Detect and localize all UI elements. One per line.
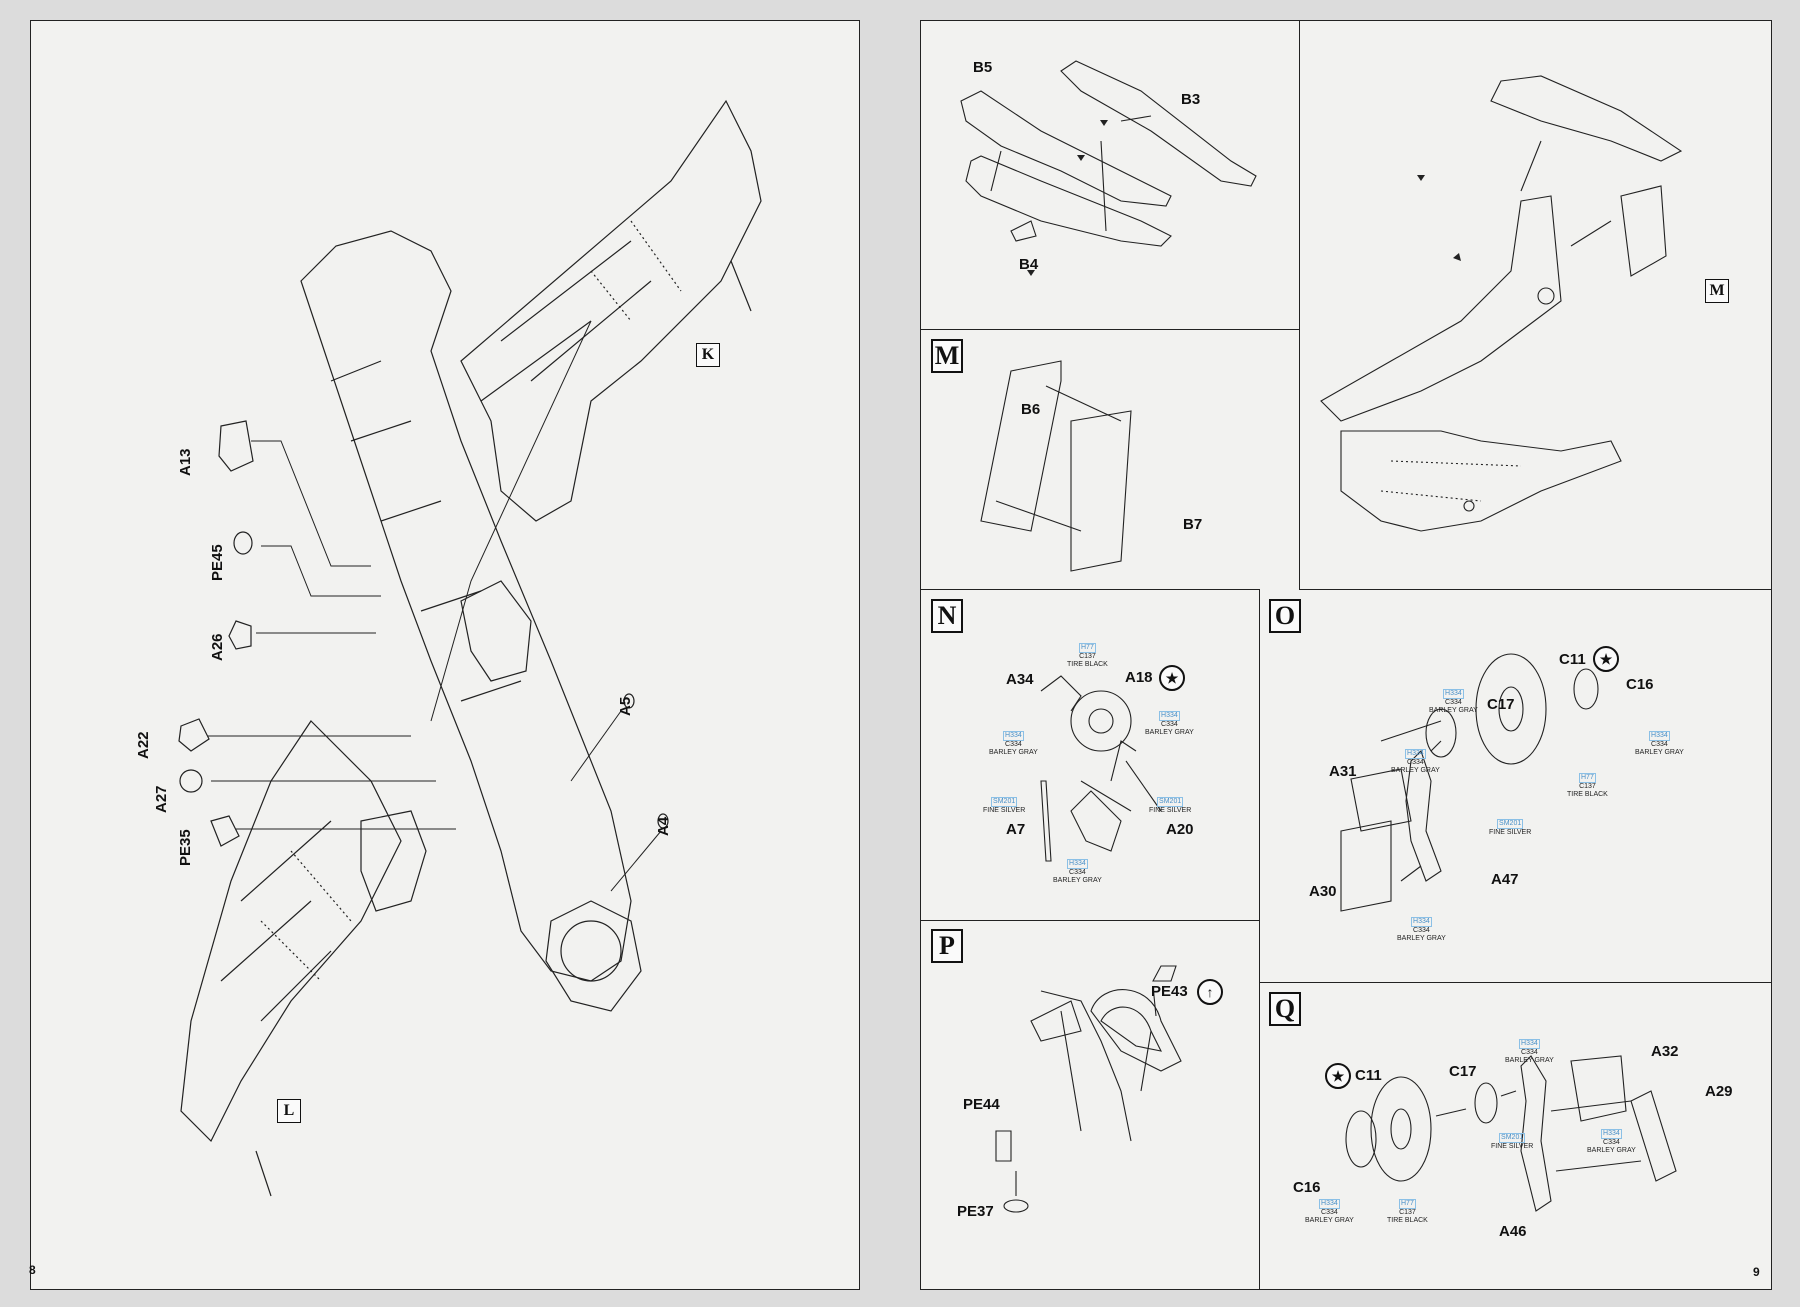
part-a4: A4 — [655, 816, 672, 836]
part-a29: A29 — [1705, 1083, 1733, 1100]
part-pe44: PE44 — [963, 1096, 1000, 1113]
part-b4: B4 — [1019, 256, 1039, 273]
part-c16-q: C16 — [1293, 1179, 1321, 1196]
panel-step-o — [1259, 589, 1771, 983]
reference-l: L — [277, 1099, 301, 1123]
part-a32: A32 — [1651, 1043, 1679, 1060]
part-a31: A31 — [1329, 763, 1357, 780]
part-b6: B6 — [1021, 401, 1041, 418]
part-a5: A5 — [617, 696, 634, 716]
part-a34: A34 — [1006, 671, 1034, 688]
part-pe37: PE37 — [957, 1203, 994, 1220]
star-icon: ★ — [1593, 646, 1619, 672]
part-a7: A7 — [1006, 821, 1026, 838]
panel-tail-parts — [921, 21, 1300, 330]
step-q-marker: Q — [1269, 992, 1301, 1026]
part-c17-q: C17 — [1449, 1063, 1477, 1080]
page-number-right: 9 — [1753, 1265, 1760, 1279]
right-page: B5 B3 B4 M M B6 B7 N A34 A18 ★ A7 A20 H7… — [920, 20, 1772, 1290]
part-pe43: PE43 — [1151, 983, 1188, 1000]
panel-step-m — [921, 329, 1300, 589]
panel-tail-assembly — [1299, 21, 1771, 590]
part-c11-o: C11 — [1559, 651, 1586, 668]
reference-k: K — [696, 343, 720, 367]
panel-step-p — [921, 919, 1260, 1289]
left-page: K L A13 PE45 A26 A22 A27 PE35 A5 A4 8 — [29, 20, 860, 1290]
part-c17-o: C17 — [1487, 696, 1515, 713]
part-b7: B7 — [1183, 516, 1203, 533]
part-a46: A46 — [1499, 1223, 1527, 1240]
part-a30: A30 — [1309, 883, 1337, 900]
star-icon: ★ — [1159, 665, 1185, 691]
fuselage-wing-diagram — [178, 99, 762, 1197]
part-a47: A47 — [1491, 871, 1519, 888]
part-c11-q: C11 — [1355, 1067, 1382, 1084]
part-b3: B3 — [1181, 91, 1201, 108]
arrow-up-icon: ↑ — [1197, 979, 1223, 1005]
part-c16-o: C16 — [1626, 676, 1654, 693]
step-m-marker: M — [931, 339, 963, 373]
part-pe35: PE35 — [177, 829, 194, 866]
part-a18: A18 — [1125, 669, 1153, 686]
part-a13: A13 — [177, 448, 194, 476]
part-b5: B5 — [973, 59, 993, 76]
part-a26: A26 — [209, 633, 226, 661]
part-pe45: PE45 — [209, 544, 226, 581]
reference-m: M — [1705, 279, 1729, 303]
step-o-marker: O — [1269, 599, 1301, 633]
page-number-left: 8 — [29, 1263, 36, 1277]
star-icon: ★ — [1325, 1063, 1351, 1089]
part-a20: A20 — [1166, 821, 1194, 838]
step-p-marker: P — [931, 929, 963, 963]
right-page-diagrams — [960, 60, 1683, 1213]
step-n-marker: N — [931, 599, 963, 633]
panel-step-n — [921, 589, 1260, 921]
part-a27: A27 — [153, 785, 170, 813]
part-a22: A22 — [135, 731, 152, 759]
